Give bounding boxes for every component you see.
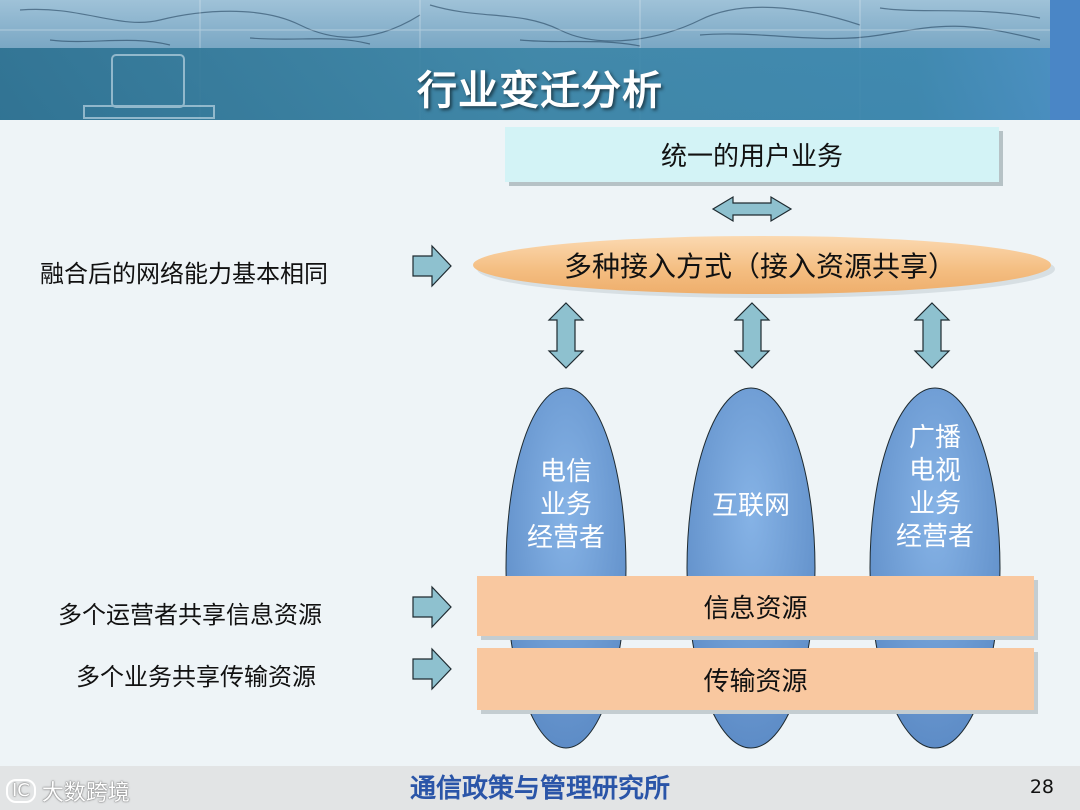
watermark: IC 大数跨境 <box>6 775 130 807</box>
watermark-text: 大数跨境 <box>41 781 130 806</box>
unified-service-label: 统一的用户业务 <box>660 142 843 172</box>
info-sharing-label: 多个运营者共享信息资源 <box>58 601 322 629</box>
footer-bar <box>0 766 1080 810</box>
operator-line: 经营者 <box>526 523 605 553</box>
transport-resource-bar: 传输资源 <box>477 648 1034 710</box>
computer-illustration <box>83 54 215 119</box>
operator-line: 电信 <box>539 457 592 487</box>
operator-telecom-label: 电信 业务 经营者 <box>516 456 616 555</box>
operator-line: 业务 <box>539 490 592 520</box>
footer-title: 通信政策与管理研究所 <box>409 774 670 804</box>
operator-internet-label: 互联网 <box>696 490 806 523</box>
vertical-double-arrow-icon <box>733 302 771 369</box>
transport-resource-label: 传输资源 <box>703 666 808 697</box>
operator-line: 电视 <box>908 456 961 486</box>
header-banner <box>0 0 1080 120</box>
vertical-double-arrow-icon <box>913 302 951 369</box>
operator-line: 广播 <box>908 423 961 453</box>
access-ellipse-shape <box>473 236 1051 294</box>
right-arrow-icon <box>412 244 452 288</box>
right-arrow-icon <box>412 647 452 691</box>
page-title: 行业变迁分析 <box>417 68 663 114</box>
double-arrow-icon <box>711 195 793 223</box>
operator-line: 业务 <box>908 489 961 519</box>
operator-broadcast-label: 广播 电视 业务 经营者 <box>885 422 985 554</box>
transport-sharing-label: 多个业务共享传输资源 <box>76 663 316 691</box>
unified-service-box: 统一的用户业务 <box>505 127 999 182</box>
vertical-double-arrow-icon <box>547 302 585 369</box>
operator-line: 互联网 <box>711 491 790 521</box>
network-capability-label: 融合后的网络能力基本相同 <box>40 260 328 288</box>
operator-line: 经营者 <box>895 522 974 552</box>
corner-accent <box>1050 0 1080 120</box>
info-resource-bar: 信息资源 <box>477 576 1034 636</box>
access-layer-label: 多种接入方式（接入资源共享） <box>563 250 956 283</box>
right-arrow-icon <box>412 585 452 629</box>
watermark-logo-icon: IC <box>6 779 36 803</box>
page-number: 28 <box>1029 776 1054 798</box>
info-resource-label: 信息资源 <box>703 593 808 624</box>
